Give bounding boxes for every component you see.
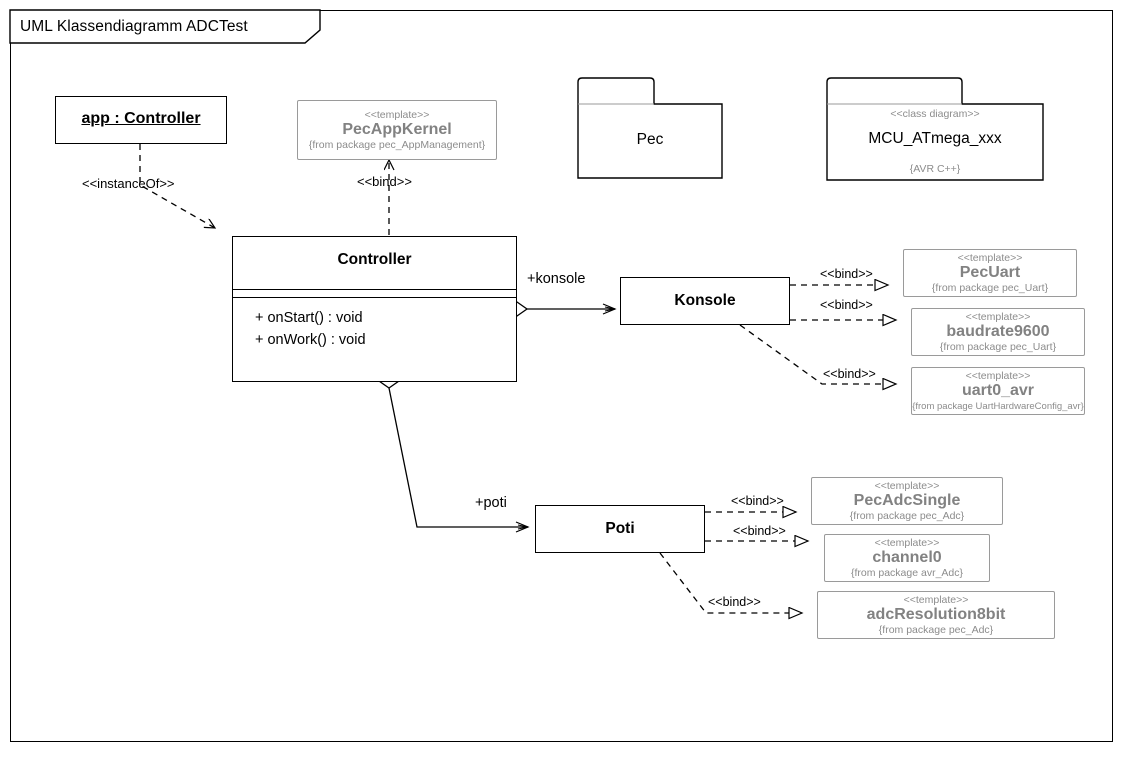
template-channel0-from: {from package avr_Adc} <box>850 566 964 579</box>
template-uart0-avr-from: {from package UartHardwareConfig_avr} <box>912 400 1084 412</box>
class-controller-operations: + onStart() : void + onWork() : void <box>255 307 366 351</box>
role-label-poti: +poti <box>475 495 507 511</box>
edge-label-bind-pec-adc-single: <<bind>> <box>731 494 784 508</box>
template-pec-adc-single-name: PecAdcSingle <box>853 491 961 509</box>
template-adc-resolution-8bit[interactable]: <<template>> adcResolution8bit {from pac… <box>817 591 1055 639</box>
diagram-frame <box>10 10 1113 742</box>
edge-label-bind-baudrate9600: <<bind>> <box>820 298 873 312</box>
object-node-label: app : Controller <box>81 110 201 127</box>
template-baudrate9600[interactable]: <<template>> baudrate9600 {from package … <box>911 308 1085 356</box>
edge-label-bind-pec-uart: <<bind>> <box>820 267 873 281</box>
edge-label-instance-of: <<instanceOf>> <box>82 176 175 191</box>
class-konsole-name: Konsole <box>674 292 736 309</box>
template-adc-resolution-8bit-stereotype: <<template>> <box>903 593 969 606</box>
role-label-konsole: +konsole <box>527 271 586 287</box>
package-mcu-tagged-value: {AVR C++} <box>909 163 961 175</box>
template-pec-app-kernel[interactable]: <<template>> PecAppKernel {from package … <box>297 100 497 160</box>
template-uart0-avr-stereotype: <<template>> <box>965 369 1031 382</box>
template-pec-adc-single[interactable]: <<template>> PecAdcSingle {from package … <box>811 477 1003 525</box>
template-channel0[interactable]: <<template>> channel0 {from package avr_… <box>824 534 990 582</box>
class-controller[interactable]: Controller + onStart() : void + onWork()… <box>232 236 517 382</box>
frame-tab-shape <box>9 9 321 44</box>
template-adc-resolution-8bit-from: {from package pec_Adc} <box>878 623 994 636</box>
template-pec-uart-name: PecUart <box>959 263 1021 281</box>
template-pec-uart-from: {from package pec_Uart} <box>931 281 1049 294</box>
edge-association-poti <box>388 387 530 533</box>
class-konsole[interactable]: Konsole <box>620 277 790 325</box>
template-pec-app-kernel-name: PecAppKernel <box>342 120 452 138</box>
template-uart0-avr-name: uart0_avr <box>961 381 1035 399</box>
template-pec-adc-single-stereotype: <<template>> <box>874 479 940 492</box>
template-channel0-stereotype: <<template>> <box>874 536 940 549</box>
edge-instance-of <box>139 144 215 228</box>
class-controller-separator-2 <box>233 297 516 298</box>
template-pec-app-kernel-stereotype: <<template>> <box>364 108 430 121</box>
object-node-app-controller[interactable]: app : Controller <box>55 96 227 144</box>
class-controller-operation-1: + onStart() : void <box>255 310 363 326</box>
edge-bind-uart0-avr <box>739 324 896 384</box>
package-pec-name: Pec <box>636 131 664 148</box>
template-pec-uart[interactable]: <<template>> PecUart {from package pec_U… <box>903 249 1077 297</box>
template-baudrate9600-name: baudrate9600 <box>946 322 1050 340</box>
class-controller-separator-1 <box>233 289 516 290</box>
edge-label-bind-adc-resolution-8bit: <<bind>> <box>708 595 761 609</box>
package-pec-shape <box>577 77 723 179</box>
diagram-title: UML Klassendiagramm ADCTest <box>20 18 248 35</box>
class-poti[interactable]: Poti <box>535 505 705 553</box>
edge-label-bind-pec-app-kernel: <<bind>> <box>357 174 412 189</box>
class-poti-name: Poti <box>605 520 635 537</box>
edge-bind-adc-resolution-8bit <box>659 552 802 613</box>
template-pec-app-kernel-from: {from package pec_AppManagement} <box>308 138 486 151</box>
template-uart0-avr[interactable]: <<template>> uart0_avr {from package Uar… <box>911 367 1085 415</box>
template-adc-resolution-8bit-name: adcResolution8bit <box>866 605 1006 623</box>
class-controller-name: Controller <box>337 251 412 268</box>
template-pec-adc-single-from: {from package pec_Adc} <box>849 509 965 522</box>
package-mcu-name: MCU_ATmega_xxx <box>868 130 1002 147</box>
template-baudrate9600-stereotype: <<template>> <box>965 310 1031 323</box>
class-controller-operation-2: + onWork() : void <box>255 332 366 348</box>
edge-label-bind-uart0-avr: <<bind>> <box>823 367 876 381</box>
template-channel0-name: channel0 <box>872 548 942 566</box>
package-mcu-stereotype: <<class diagram>> <box>890 108 980 120</box>
edge-label-bind-channel0: <<bind>> <box>733 524 786 538</box>
template-pec-uart-stereotype: <<template>> <box>957 251 1023 264</box>
template-baudrate9600-from: {from package pec_Uart} <box>939 340 1057 353</box>
